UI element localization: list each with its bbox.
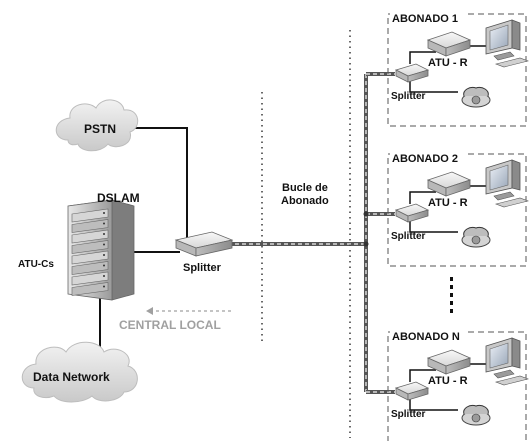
dslam-line-card	[71, 219, 109, 233]
dslam-led	[103, 264, 105, 267]
more-subscribers-ellipsis	[450, 277, 453, 313]
dslam-line-card	[71, 282, 109, 296]
dslam-line-card	[71, 229, 109, 244]
subscriber-panel-n: ABONADO N ATU - R Splitter	[387, 330, 529, 441]
dslam-line-card	[71, 261, 109, 275]
atu-r-label: ATU - R	[428, 57, 468, 69]
dslam-line-card	[71, 271, 109, 286]
dslam-led	[103, 233, 105, 235]
atu-r-label: ATU - R	[428, 197, 468, 209]
dslam-rack-icon	[67, 199, 135, 301]
dslam-line-card	[71, 240, 109, 254]
connection-lines	[99, 72, 395, 394]
pstn-line	[130, 127, 188, 240]
dslam-led	[103, 285, 105, 288]
dslam-led	[103, 275, 105, 277]
atu-r-label: ATU - R	[428, 375, 468, 387]
subscriber-splitter-label: Splitter	[391, 91, 426, 102]
subscriber-title: ABONADO 2	[392, 153, 458, 165]
subscriber-splitter-label: Splitter	[391, 231, 426, 242]
central-local-label: CENTRAL LOCAL	[119, 318, 221, 332]
subscriber-title: ABONADO 1	[392, 13, 458, 25]
data-network-cloud	[21, 341, 138, 403]
subscriber-panel-2: ABONADO 2 ATU - R Splitter	[387, 152, 529, 267]
subscriber-title: ABONADO N	[392, 331, 460, 343]
atu-cs-label: ATU-Cs	[18, 259, 54, 270]
subscriber-panel-1: ABONADO 1 ATU - R Splitter	[387, 12, 529, 127]
pstn-cloud	[55, 99, 139, 152]
dslam-led	[103, 254, 105, 256]
central-local-arrow-icon	[146, 307, 232, 315]
subscriber-splitter-label: Splitter	[391, 409, 426, 420]
dslam-led	[103, 222, 105, 225]
dslam-label: DSLAM	[97, 191, 140, 205]
pstn-label: PSTN	[84, 122, 116, 136]
bucle-label-line2: Abonado	[281, 195, 329, 207]
bucle-label-line1: Bucle de	[282, 182, 328, 194]
dslam-led	[103, 243, 105, 246]
dslam-line-card	[71, 208, 109, 223]
central-splitter-label: Splitter	[183, 262, 222, 274]
data-network-label: Data Network	[33, 370, 110, 384]
central-splitter-icon	[174, 231, 234, 257]
dslam-line-card	[71, 250, 109, 265]
dslam-led	[103, 212, 105, 214]
